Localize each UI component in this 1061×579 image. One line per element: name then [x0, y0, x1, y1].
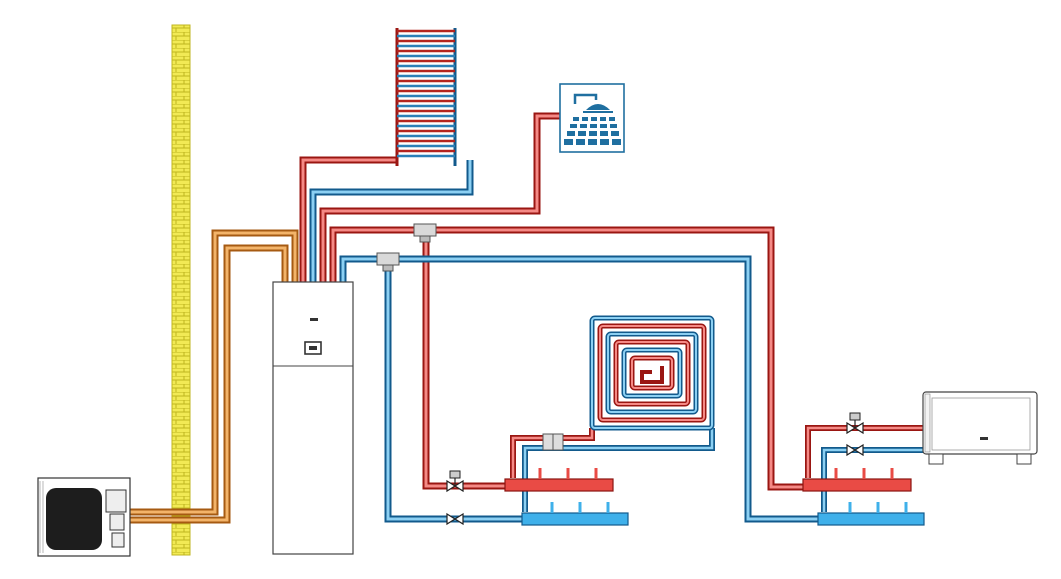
indoor-unit [272, 281, 354, 555]
outdoor-unit [37, 477, 131, 557]
tee-fitting-cold [376, 252, 400, 272]
valve-icon [446, 512, 464, 526]
manifold-supply-bar [504, 468, 614, 492]
refrigerant-pipe [123, 244, 289, 524]
exterior-wall [171, 24, 191, 556]
manifold-supply-bar [802, 468, 912, 492]
shower-icon [564, 93, 621, 145]
underfloor-loop [589, 315, 715, 431]
manifold-left [504, 433, 629, 526]
tee-fitting-hot [413, 223, 437, 243]
brand-logo [310, 318, 318, 321]
cold-pipe-main [339, 255, 818, 523]
shower [559, 83, 625, 153]
refrigerant-pipe [123, 229, 299, 516]
manifold-right [802, 468, 925, 526]
connector-fitting [542, 433, 564, 451]
underfloor-center-turn [640, 366, 664, 384]
cold-pipe-radiator [309, 160, 474, 284]
underfloor-pipe-loop-inner [615, 341, 689, 405]
fan-coil [922, 391, 1038, 465]
valve-icon [846, 412, 864, 435]
hot-pipe-fancoil [805, 425, 925, 478]
hot-pipe-shower [319, 112, 560, 284]
underfloor-pipe-loop-inner [631, 357, 673, 389]
valve-icon [446, 470, 464, 493]
underfloor-pipe-loop-inner [591, 317, 713, 429]
hot-pipe-radiator [299, 156, 398, 284]
hot-pipe-main [329, 226, 803, 491]
manifold-return-bar [817, 502, 925, 526]
underfloor-pipe-loop-inner [623, 349, 681, 397]
pipe-network [123, 112, 925, 524]
hot-pipe-branch-left [422, 236, 505, 490]
cold-pipe-branch-left [384, 266, 522, 523]
valve-icon [846, 443, 864, 457]
manifold-return-bar [521, 502, 629, 526]
towel-radiator [395, 28, 457, 166]
fan-coil-logo [980, 437, 988, 440]
underfloor-pipe-loop-inner [599, 325, 705, 421]
underfloor-pipe-loop-inner [607, 333, 697, 413]
fan-grille [46, 488, 102, 550]
